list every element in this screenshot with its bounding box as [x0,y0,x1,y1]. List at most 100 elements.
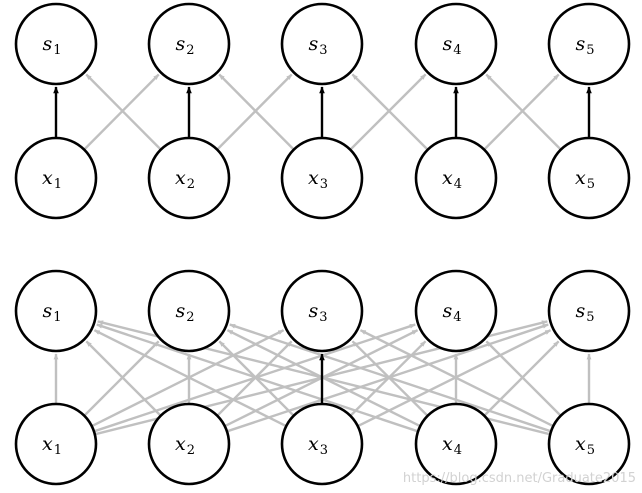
node-dense-s4-subscript: 4 [453,310,461,325]
edge-dense-x5-to-s2 [229,323,551,433]
node-sparse-x4-label: x4 [442,167,462,192]
node-dense-x5-var: x [575,433,586,455]
node-sparse-x3-var: x [308,167,319,189]
node-sparse-s3-circle [280,2,364,86]
node-sparse-x2-label: x2 [175,167,195,192]
node-dense-x2-var: x [175,433,186,455]
node-dense-x4-label: x4 [442,433,462,458]
node-dense-s4-var: s [442,300,452,322]
node-sparse-x4-var: x [442,167,453,189]
edge-sparse-x3-to-s2 [218,73,294,150]
node-dense-x5-subscript: 5 [587,443,595,458]
node-sparse-x2-circle [147,136,231,220]
node-dense-s3-subscript: 3 [319,310,327,325]
node-dense-x5-circle [547,402,631,486]
watermark: https://blog.csdn.net/Graduate2015 [403,471,636,486]
node-sparse-x2: x2 [147,136,231,220]
node-dense-x3-circle [280,402,364,486]
node-dense-s5-label: s5 [575,300,594,325]
node-sparse-x5: x5 [547,136,631,220]
edge-dense-x5-to-s3 [359,329,553,427]
node-dense-x2-circle [147,402,231,486]
node-dense-s2-var: s [175,300,185,322]
node-sparse-x4: x4 [414,136,498,220]
node-dense-x4-subscript: 4 [454,443,462,458]
node-sparse-s5-label: s5 [575,33,594,58]
node-dense-s5-subscript: 5 [586,310,594,325]
node-sparse-s5: s5 [547,2,631,86]
node-dense-x5-label: x5 [575,433,595,458]
node-sparse-x3-circle [280,136,364,220]
node-sparse-s3-label: s3 [308,33,327,58]
edges-highlight-layer [53,86,592,403]
node-sparse-s4: s4 [414,2,498,86]
node-dense-s1: s1 [14,269,98,353]
node-dense-x1-circle [14,402,98,486]
node-dense-s2-subscript: 2 [186,310,194,325]
node-dense-x1-var: x [42,433,53,455]
node-dense-x4-circle [414,402,498,486]
node-dense-s1-subscript: 1 [53,310,61,325]
node-sparse-s1: s1 [14,2,98,86]
node-sparse-s2: s2 [147,2,231,86]
node-dense-x2-label: x2 [175,433,195,458]
node-sparse-s3: s3 [280,2,364,86]
node-dense-x1-label: x1 [42,433,62,458]
edge-dense-x4-to-s1 [96,323,418,433]
node-sparse-s1-var: s [42,33,52,55]
node-dense-s1-var: s [42,300,52,322]
node-sparse-x3: x3 [280,136,364,220]
edge-dense-x5-to-s4 [485,340,561,416]
node-dense-s1-label: s1 [42,300,61,325]
node-dense-s4-label: s4 [442,300,461,325]
node-dense-s4: s4 [414,269,498,353]
node-sparse-x1-subscript: 1 [54,177,62,192]
node-dense-x2: x2 [147,402,231,486]
node-dense-s5-var: s [575,300,585,322]
node-sparse-x2-var: x [175,167,186,189]
node-dense-x4-var: x [442,433,453,455]
node-dense-s1-circle [14,269,98,353]
node-sparse-s1-subscript: 1 [53,43,61,58]
node-sparse-x5-var: x [575,167,586,189]
node-dense-x3: x3 [280,402,364,486]
node-sparse-s2-circle [147,2,231,86]
node-dense-s2: s2 [147,269,231,353]
node-dense-x3-subscript: 3 [320,443,328,458]
node-sparse-s2-label: s2 [175,33,194,58]
node-sparse-x4-circle [414,136,498,220]
node-dense-s2-label: s2 [175,300,194,325]
node-dense-s2-circle [147,269,231,353]
node-dense-s5-circle [547,269,631,353]
node-sparse-x3-label: x3 [308,167,328,192]
node-sparse-s4-var: s [442,33,452,55]
node-dense-x3-var: x [308,433,319,455]
edge-sparse-x5-to-s4 [485,73,561,150]
node-dense-s5: s5 [547,269,631,353]
node-sparse-s1-circle [14,2,98,86]
node-sparse-s3-var: s [308,33,318,55]
node-sparse-s3-subscript: 3 [319,43,327,58]
node-sparse-x4-subscript: 4 [454,177,462,192]
node-dense-x3-label: x3 [308,433,328,458]
node-dense-s3-label: s3 [308,300,327,325]
node-sparse-s4-label: s4 [442,33,461,58]
node-dense-s3-circle [280,269,364,353]
node-sparse-s4-subscript: 4 [453,43,461,58]
node-sparse-s5-var: s [575,33,585,55]
node-sparse-x1-var: x [42,167,53,189]
node-sparse-s5-circle [547,2,631,86]
edge-sparse-x4-to-s3 [351,73,428,150]
node-dense-x2-subscript: 2 [187,443,195,458]
node-sparse-x3-subscript: 3 [320,177,328,192]
node-dense-x5: x5 [547,402,631,486]
node-sparse-x5-subscript: 5 [587,177,595,192]
edge-dense-x3-to-s1 [93,329,286,427]
node-dense-x1: x1 [14,402,98,486]
node-sparse-s2-var: s [175,33,185,55]
node-sparse-x2-subscript: 2 [187,177,195,192]
node-dense-s3-var: s [308,300,318,322]
edge-sparse-x2-to-s1 [85,73,161,150]
